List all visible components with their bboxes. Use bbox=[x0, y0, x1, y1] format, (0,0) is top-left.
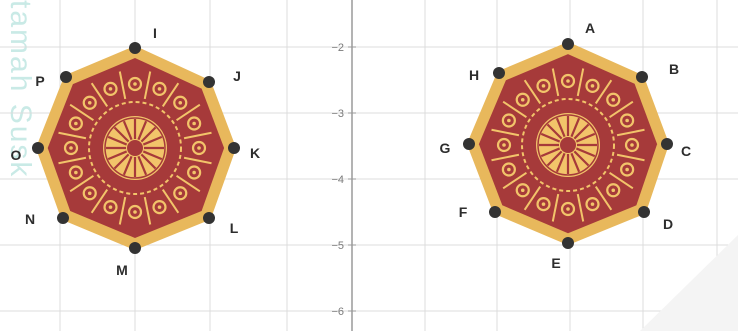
vertex-point bbox=[562, 38, 574, 50]
left-octagon-vertices: I J K L M N O P bbox=[11, 25, 261, 278]
vertex-label: B bbox=[669, 61, 679, 77]
y-axis-ticks: −2 −3 −4 −5 −6 bbox=[331, 42, 356, 318]
vertex-label: J bbox=[233, 68, 241, 84]
vertex-label: P bbox=[35, 73, 44, 89]
vertex-label: H bbox=[469, 67, 479, 83]
vertex-point bbox=[129, 42, 141, 54]
vertex-label: F bbox=[459, 204, 468, 220]
tick-label: −5 bbox=[331, 240, 344, 252]
left-octagon-tile bbox=[35, 45, 237, 251]
tile-pattern bbox=[58, 71, 212, 225]
vertex-label: E bbox=[551, 255, 560, 271]
vertex-label: N bbox=[25, 211, 35, 227]
vertex-label: L bbox=[230, 220, 239, 236]
vertex-label: I bbox=[153, 25, 157, 41]
vertex-label: K bbox=[250, 145, 260, 161]
vertex-point bbox=[203, 212, 215, 224]
watermark: tamah Susk bbox=[8, 0, 32, 179]
vertex-point bbox=[32, 142, 44, 154]
tick-label: −4 bbox=[331, 174, 344, 186]
vertex-label: D bbox=[663, 216, 673, 232]
vertex-point bbox=[60, 71, 72, 83]
vertex-point bbox=[129, 242, 141, 254]
tick-label: −6 bbox=[331, 306, 344, 318]
vertex-point bbox=[638, 206, 650, 218]
vertex-point bbox=[562, 237, 574, 249]
vertex-label: G bbox=[440, 140, 451, 156]
vertex-label: M bbox=[116, 262, 128, 278]
vertex-point bbox=[489, 206, 501, 218]
right-octagon-vertices: A B C D E F G H bbox=[440, 20, 692, 271]
tick-label: −2 bbox=[331, 42, 344, 54]
vertex-point bbox=[463, 138, 475, 150]
corner-watermark bbox=[640, 235, 738, 331]
vertex-point bbox=[493, 67, 505, 79]
tile-pattern bbox=[491, 68, 645, 222]
vertex-point bbox=[661, 138, 673, 150]
vertex-label: C bbox=[681, 143, 691, 159]
vertex-point bbox=[228, 142, 240, 154]
vertex-point bbox=[636, 71, 648, 83]
vertex-point bbox=[203, 76, 215, 88]
vertex-label: O bbox=[11, 147, 22, 163]
tick-label: −3 bbox=[331, 108, 344, 120]
vertex-point bbox=[57, 212, 69, 224]
vertex-label: A bbox=[585, 20, 595, 36]
